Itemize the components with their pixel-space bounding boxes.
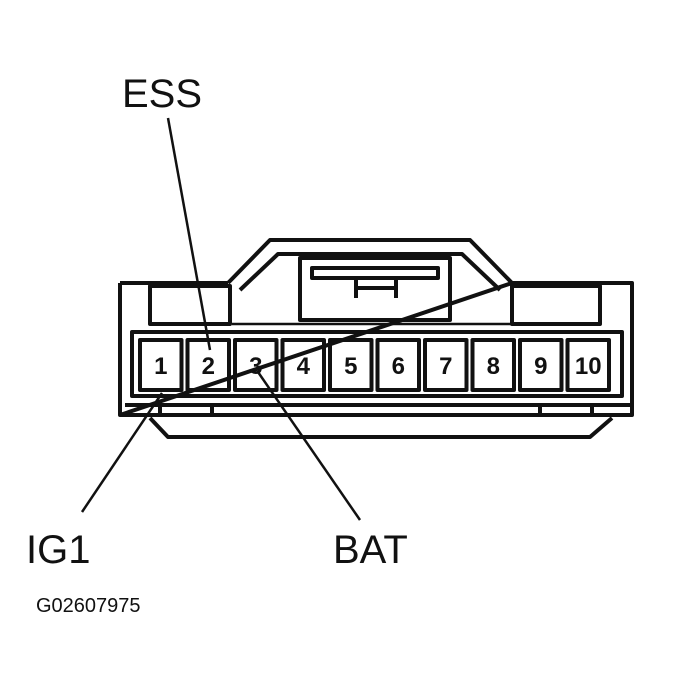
- pin-number: 8: [487, 353, 500, 380]
- pin-cavity: [138, 338, 184, 392]
- pin-number: 1: [154, 353, 167, 380]
- pin-number: 9: [534, 353, 547, 380]
- pin-cavity: [565, 338, 611, 392]
- pin-cell: 8: [470, 338, 516, 392]
- ig1-label: IG1: [26, 528, 90, 572]
- pin-number: 4: [297, 353, 311, 380]
- pin-cavity: [328, 338, 374, 392]
- pin-cavity: [280, 338, 326, 392]
- ess-leader-line: [166, 117, 212, 351]
- pin-cavity: [470, 338, 516, 392]
- pin-number: 5: [344, 353, 357, 380]
- pin-cell: 4: [280, 338, 326, 392]
- pin-number: 7: [439, 353, 452, 380]
- ess-label: ESS: [122, 72, 202, 116]
- pin-number: 6: [392, 353, 405, 380]
- pin-cell: 5: [328, 338, 374, 392]
- bat-leader-line: [256, 371, 362, 521]
- pin-number: 2: [202, 353, 215, 380]
- pin-cavity: [423, 338, 469, 392]
- figure-id: G02607975: [36, 595, 141, 617]
- pin-cavity: [375, 338, 421, 392]
- pin-cell: 7: [423, 338, 469, 392]
- connector-housing: [118, 238, 634, 439]
- pin-cell: 1: [138, 338, 184, 392]
- pin-cell: 10: [565, 338, 611, 392]
- bat-label: BAT: [333, 528, 408, 572]
- pin-cell: 6: [375, 338, 421, 392]
- pin-number: 10: [575, 353, 602, 380]
- pin-cell: 9: [518, 338, 564, 392]
- pin-cavity: [233, 338, 279, 392]
- pin-cavity: [518, 338, 564, 392]
- ig1-leader-line: [80, 392, 164, 513]
- leader-lines: [80, 117, 362, 521]
